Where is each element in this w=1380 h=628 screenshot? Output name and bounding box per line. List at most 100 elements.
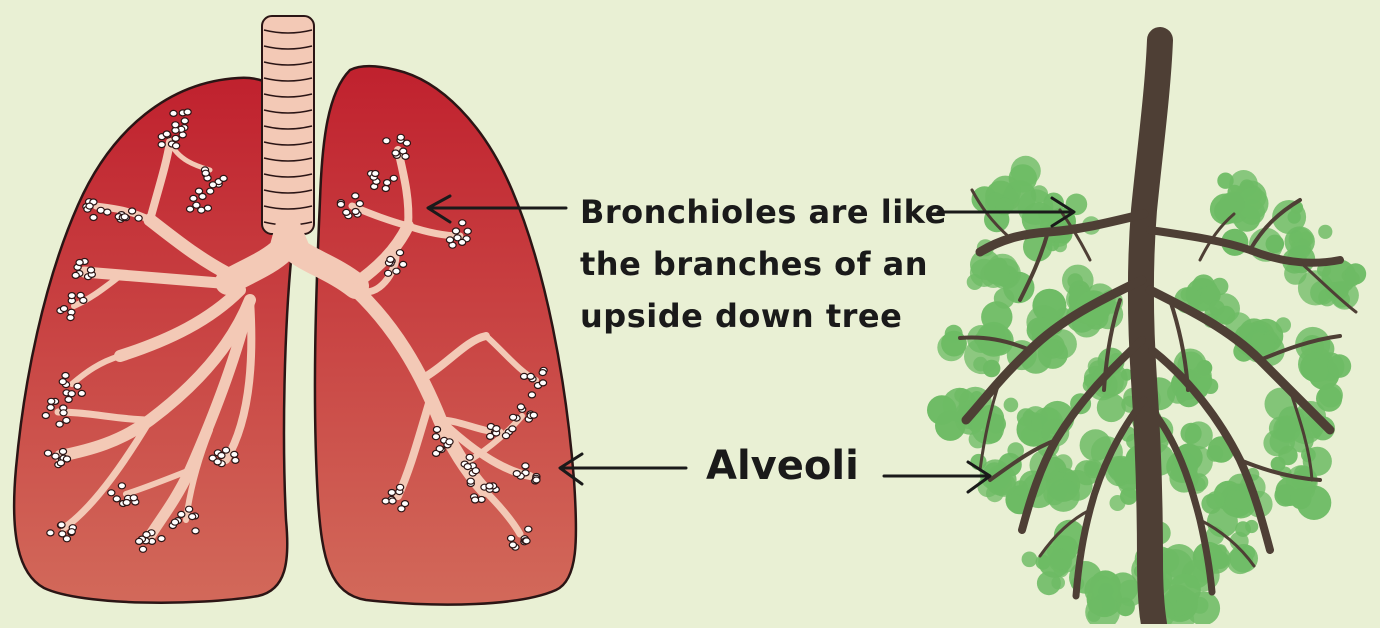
- alveolus: [343, 209, 350, 215]
- foliage-clump: [1084, 570, 1143, 624]
- alveolus: [170, 110, 177, 116]
- alveolus: [129, 208, 136, 214]
- alveolus: [59, 531, 66, 537]
- alveolus: [392, 150, 399, 156]
- alveolus: [108, 490, 115, 496]
- alveolus: [459, 220, 466, 226]
- alveolus: [171, 519, 178, 525]
- alveolus: [118, 483, 125, 489]
- alveolus: [372, 171, 379, 177]
- leaf: [1047, 479, 1080, 512]
- alveolus: [76, 260, 83, 266]
- alveolus: [397, 484, 404, 490]
- right-lung: [315, 66, 576, 604]
- alveolus: [121, 214, 128, 220]
- leaf: [945, 325, 963, 343]
- alveolus: [222, 447, 229, 453]
- alveolus: [390, 175, 397, 181]
- alveolus: [65, 397, 72, 403]
- alveolus: [60, 410, 67, 416]
- alveolus: [539, 370, 546, 376]
- alveolus: [231, 451, 238, 457]
- alveolus: [486, 483, 493, 489]
- alveolus: [383, 138, 390, 144]
- tree-branches: [960, 40, 1356, 624]
- alveolus: [198, 207, 205, 213]
- alveolus: [190, 195, 197, 201]
- alveolus: [136, 538, 143, 544]
- alveolus: [178, 511, 185, 517]
- alveolus: [528, 392, 535, 398]
- alveolus: [56, 421, 63, 427]
- alveolus: [62, 373, 69, 379]
- alveolus: [352, 193, 359, 199]
- alveolus: [123, 500, 130, 506]
- alveolus: [393, 268, 400, 274]
- leaf: [1344, 271, 1359, 286]
- alveolus: [523, 538, 530, 544]
- alveolus: [382, 498, 389, 504]
- alveolus: [220, 175, 227, 181]
- alveolus: [172, 135, 179, 141]
- foliage-clump: [1271, 446, 1332, 520]
- alveolus: [78, 390, 85, 396]
- alveolus: [202, 170, 209, 176]
- alveolus: [57, 460, 64, 466]
- leaf: [1192, 597, 1209, 614]
- alveolus: [90, 215, 97, 221]
- alveolus: [189, 514, 196, 520]
- alveolus: [464, 464, 471, 470]
- upside-down-tree-illustration: [927, 40, 1366, 624]
- alveolus: [59, 449, 66, 455]
- alveolus: [47, 405, 54, 411]
- alveolus: [396, 250, 403, 256]
- leaf: [1108, 456, 1135, 483]
- alveolus: [436, 446, 443, 452]
- leaf: [1318, 225, 1332, 239]
- alveolus: [68, 293, 75, 299]
- leaf: [1009, 164, 1037, 192]
- alveolus: [44, 450, 51, 456]
- leaf: [1229, 544, 1258, 573]
- alveolus: [87, 267, 94, 273]
- alveolus: [207, 188, 214, 194]
- alveolus: [214, 459, 221, 465]
- alveolus: [186, 506, 193, 512]
- leaf: [1290, 488, 1311, 509]
- alveolus: [135, 215, 142, 221]
- alveolus: [192, 528, 199, 534]
- alveolus: [48, 398, 55, 404]
- leaf: [1214, 199, 1237, 222]
- leaf: [1328, 354, 1352, 378]
- alveolus: [209, 182, 216, 188]
- alveoli-tree-arrow-icon: [884, 462, 990, 492]
- alveolus: [58, 522, 65, 528]
- leaf: [1037, 571, 1061, 595]
- alveolus: [173, 143, 180, 149]
- alveolus: [400, 261, 407, 267]
- alveolus: [389, 498, 396, 504]
- alveolus: [432, 434, 439, 440]
- alveolus: [509, 426, 516, 432]
- alveolus: [163, 131, 170, 137]
- alveolus: [459, 239, 466, 245]
- alveolus: [352, 209, 359, 215]
- alveolus: [72, 272, 79, 278]
- alveolus: [452, 228, 459, 234]
- leaf: [1053, 239, 1067, 253]
- alveolus: [68, 529, 75, 535]
- alveolus: [158, 142, 165, 148]
- alveolus: [530, 412, 537, 418]
- lungs-illustration: [14, 16, 576, 605]
- leaf: [1273, 415, 1300, 442]
- alveolus: [60, 306, 67, 312]
- leaf: [1098, 583, 1113, 598]
- alveolus: [382, 186, 389, 192]
- alveolus: [113, 496, 120, 502]
- alveolus: [80, 297, 87, 303]
- alveolus: [522, 463, 529, 469]
- alveolus: [446, 439, 453, 445]
- leaf: [1022, 552, 1038, 568]
- alveolus: [517, 404, 524, 410]
- alveolus: [63, 417, 70, 423]
